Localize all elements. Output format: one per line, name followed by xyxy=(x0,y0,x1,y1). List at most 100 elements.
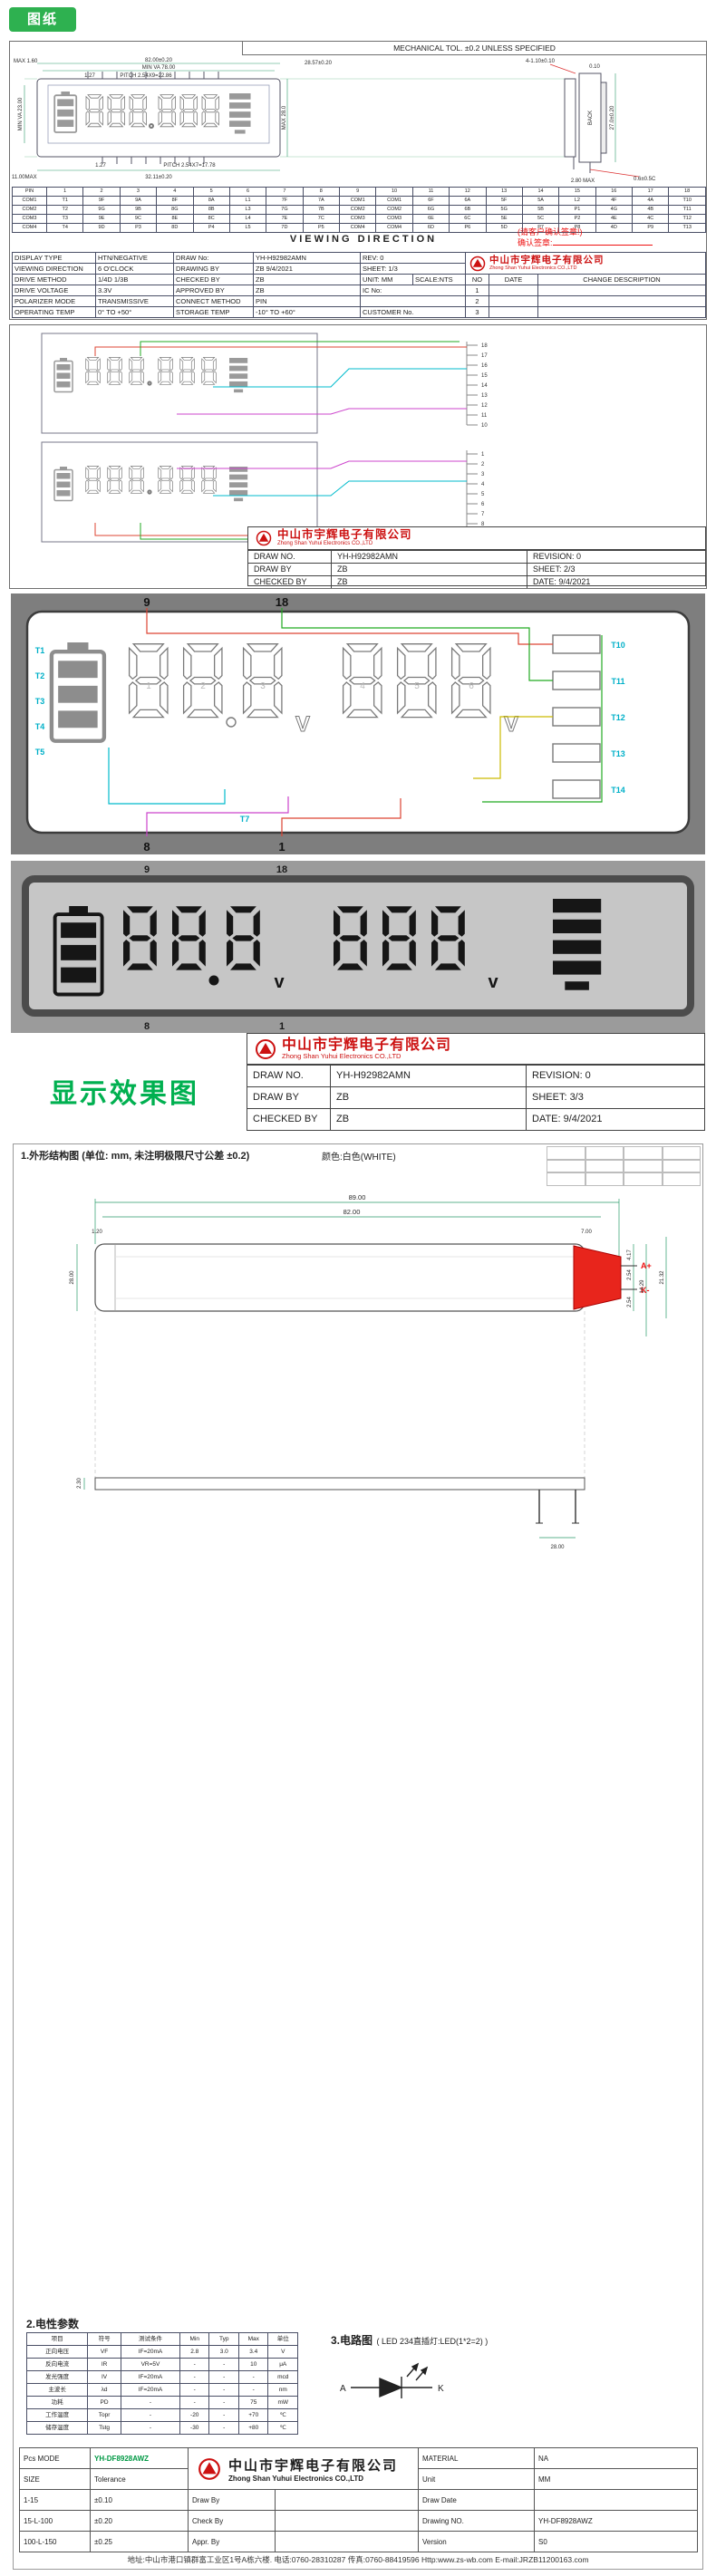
svg-text:PITCH 2.54X7=17.78: PITCH 2.54X7=17.78 xyxy=(163,163,216,169)
table-cell: 5 xyxy=(192,187,230,197)
svg-text:6: 6 xyxy=(469,681,474,691)
material-value: NA xyxy=(534,2447,699,2469)
routing-diagram-bottom: 1 2 3 4 5 6 7 8 9 xyxy=(41,441,485,543)
spec-value: TRANSMISSIVE xyxy=(95,295,174,307)
company-logo-icon xyxy=(198,2457,220,2480)
draw-no-value: YH-H92982AMN xyxy=(332,550,527,563)
svg-text:11: 11 xyxy=(481,413,488,419)
spec-label: DRIVE VOLTAGE xyxy=(12,285,96,296)
table-cell: T1 xyxy=(45,196,84,206)
table-cell: P3 xyxy=(119,223,158,233)
table-cell: 12 xyxy=(449,187,487,197)
table-cell: 4E xyxy=(595,214,634,224)
segment-digits xyxy=(85,94,219,129)
right-pads xyxy=(552,634,601,799)
table-cell: 7D xyxy=(266,223,304,233)
draw-by-label: DRAW BY xyxy=(248,563,332,575)
table-cell: 6 xyxy=(228,187,267,197)
company-name-cn: 中山市宇辉电子有限公司 xyxy=(277,528,412,541)
table-cell: 7A xyxy=(302,196,341,206)
date-value: DATE: 9/4/2021 xyxy=(527,575,705,588)
table-cell: 75 xyxy=(237,2396,269,2409)
pin-numbers: 18 17 16 15 14 13 12 11 10 xyxy=(481,343,488,429)
table-cell: 9F xyxy=(82,196,121,206)
electrical-params-title: 2.电性参数 xyxy=(26,2318,80,2330)
spec-table: DISPLAY TYPE HTN/NEGATIVE DRAW No: YH-H9… xyxy=(12,252,706,318)
table-cell: nm xyxy=(267,2383,298,2397)
spec-value: 6 O'CLOCK xyxy=(95,263,174,275)
circuit-title: 3.电路图 xyxy=(331,2334,373,2347)
table-cell: 6A xyxy=(449,196,487,206)
table-cell: 5G xyxy=(485,205,523,215)
svg-text:2: 2 xyxy=(481,462,485,468)
spec-sheet: SHEET: 1/3 xyxy=(359,263,467,275)
table-cell: 7 xyxy=(266,187,304,197)
table-cell: 4A xyxy=(631,196,670,206)
color-note: 颜色:白色(WHITE) xyxy=(322,1153,396,1163)
svg-text:15: 15 xyxy=(481,373,488,379)
table-cell: COM3 xyxy=(12,214,47,224)
table-cell: +80 xyxy=(237,2421,269,2435)
confirm-sign-text: 确认签章: xyxy=(518,238,553,247)
company-name-en: Zhong Shan Yuhui Electronics CO.,LTD xyxy=(277,541,373,546)
col-date: DATE xyxy=(489,274,539,285)
table-cell: COM1 xyxy=(338,196,377,206)
table-cell: -20 xyxy=(179,2408,210,2422)
svg-text:14: 14 xyxy=(481,383,488,389)
model-number: YH-DF8928AWZ xyxy=(90,2447,189,2469)
svg-text:BACK: BACK xyxy=(588,111,594,125)
table-cell: 8F xyxy=(156,196,194,206)
svg-text:82.00: 82.00 xyxy=(343,1208,361,1216)
revision-mini-table xyxy=(547,1146,701,1186)
pin-label-1: 1 xyxy=(278,840,285,854)
table-cell: T4 xyxy=(45,223,84,233)
company-row: 中山市宇辉电子有限公司 Zhong Shan Yuhui Electronics… xyxy=(247,1034,704,1065)
digit-position-marks: 1 2 3 4 5 6 xyxy=(146,681,474,691)
table-cell: 4 xyxy=(156,187,194,197)
svg-text:4: 4 xyxy=(481,482,485,487)
dimension-lines xyxy=(24,63,616,171)
pins xyxy=(87,72,219,164)
sheet4-backlight: 1.外形结构图 (单位: mm, 未注明极限尺寸公差 ±0.2) 颜色:白色(W… xyxy=(13,1143,703,2570)
sheet1-mechanical: MECHANICAL TOL. ±0.2 UNLESS SPECIFIED xyxy=(9,41,707,320)
svg-text:21.32: 21.32 xyxy=(660,1270,665,1285)
table-cell: T13 xyxy=(668,223,706,233)
signature-line[interactable] xyxy=(552,245,653,246)
table-cell: 3.0 xyxy=(208,2345,239,2359)
table-cell: 7F xyxy=(266,196,304,206)
col-no: NO xyxy=(465,274,490,285)
svg-text:T14: T14 xyxy=(611,786,625,795)
svg-text:28.00: 28.00 xyxy=(70,1270,75,1285)
svg-text:12: 12 xyxy=(481,403,488,409)
table-cell: 13 xyxy=(485,187,523,197)
dimension-labels: MAX 1.60 82.00±0.20 MIN VA 78.00 PITCH 2… xyxy=(12,58,656,184)
spec-customer: CUSTOMER No. xyxy=(359,306,467,318)
table-cell: S0 xyxy=(534,2531,699,2552)
table-cell: 6E xyxy=(411,214,450,224)
company-logo-icon xyxy=(256,1038,276,1059)
table-cell: - xyxy=(208,2396,239,2409)
table-cell: 4G xyxy=(595,205,634,215)
company-cell: 中山市宇辉电子有限公司 Zhong Shan Yuhui Electronics… xyxy=(465,252,706,275)
title-block-sheet3: 中山市宇辉电子有限公司 Zhong Shan Yuhui Electronics… xyxy=(247,1033,705,1131)
table-cell: 10 xyxy=(237,2358,269,2371)
table-cell: IR xyxy=(87,2358,121,2371)
drawing-tag-button[interactable]: 图纸 xyxy=(9,7,76,32)
table-cell: 2 xyxy=(82,187,121,197)
company-address: 地址:中山市港口镇群富工业区1号A栋六楼. 电话:0760-28310287 传… xyxy=(127,2555,589,2564)
t7-label: T7 xyxy=(240,815,250,824)
table-cell: 15 xyxy=(558,187,596,197)
company-name-en: Zhong Shan Yuhui Electronics CO.,LTD xyxy=(228,2474,364,2483)
table-cell: YH-DF8928AWZ xyxy=(534,2510,699,2532)
svg-text:17: 17 xyxy=(481,353,488,359)
glass-panel xyxy=(25,610,691,835)
spec-label: DRAW No: xyxy=(173,252,254,264)
table-cell: ℃ xyxy=(267,2421,298,2435)
table-cell: 18 xyxy=(668,187,706,197)
table-cell: P5 xyxy=(302,223,341,233)
